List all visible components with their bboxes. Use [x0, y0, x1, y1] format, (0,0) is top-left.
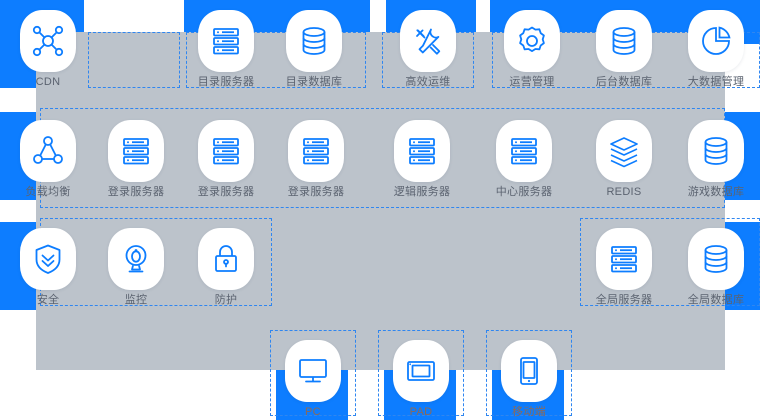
gear-icon [504, 10, 560, 72]
group-mobile-group [486, 330, 572, 416]
node-label: 登录服务器 [107, 186, 165, 198]
node-label: 负载均衡 [25, 186, 71, 198]
node-game-database[interactable]: 游戏数据库 [682, 120, 750, 199]
node-bigdata-management[interactable]: 大数据管理 [682, 10, 750, 89]
group-cdn-group [88, 32, 180, 88]
node-operations-management[interactable]: 运营管理 [498, 10, 566, 89]
node-client-pc[interactable]: PC [279, 340, 347, 419]
node-efficient-ops[interactable]: 高效运维 [394, 10, 462, 89]
shield-icon [20, 228, 76, 290]
node-backend-database[interactable]: 后台数据库 [590, 10, 658, 89]
node-global-server[interactable]: 全局服务器 [590, 228, 658, 307]
server-rack-icon [596, 228, 652, 290]
node-label: 目录数据库 [285, 76, 343, 88]
node-label: 运营管理 [509, 76, 555, 88]
stack-layers-icon [596, 120, 652, 182]
node-label: 高效运维 [405, 76, 451, 88]
node-load-balancer[interactable]: 负载均衡 [14, 120, 82, 199]
node-label: PC [305, 406, 321, 418]
node-label: 后台数据库 [595, 76, 653, 88]
node-label: 大数据管理 [687, 76, 745, 88]
node-label: 登录服务器 [197, 186, 255, 198]
node-redis[interactable]: REDIS [590, 120, 658, 199]
server-rack-icon [198, 10, 254, 72]
node-label: 安全 [36, 294, 60, 306]
load-balancer-icon [20, 120, 76, 182]
node-label: 游戏数据库 [687, 186, 745, 198]
node-login-server-2[interactable]: 登录服务器 [192, 120, 260, 199]
camera-monitor-icon [108, 228, 164, 290]
node-client-pad[interactable]: PAD [387, 340, 455, 419]
node-label: 登录服务器 [287, 186, 345, 198]
group-pad-group [378, 330, 464, 416]
node-label: 防护 [214, 294, 238, 306]
node-label: CDN [35, 76, 61, 88]
node-protection[interactable]: 防护 [192, 228, 260, 307]
node-monitoring[interactable]: 监控 [102, 228, 170, 307]
server-rack-icon [108, 120, 164, 182]
node-label: 全局服务器 [595, 294, 653, 306]
node-label: 目录服务器 [197, 76, 255, 88]
group-pc-group [270, 330, 356, 416]
node-login-server-3[interactable]: 登录服务器 [282, 120, 350, 199]
lock-icon [198, 228, 254, 290]
node-cdn[interactable]: CDN [14, 10, 82, 89]
database-icon [688, 228, 744, 290]
mobile-phone-icon [501, 340, 557, 402]
node-login-server-1[interactable]: 登录服务器 [102, 120, 170, 199]
database-icon [688, 120, 744, 182]
platform-panel [36, 32, 725, 370]
server-rack-icon [394, 120, 450, 182]
node-client-mobile[interactable]: 移动端 [495, 340, 563, 419]
desktop-monitor-icon [285, 340, 341, 402]
group-directory-group [186, 32, 366, 88]
node-security[interactable]: 安全 [14, 228, 82, 307]
tools-wrench-icon [400, 10, 456, 72]
node-logic-server[interactable]: 逻辑服务器 [388, 120, 456, 199]
node-label: 全局数据库 [687, 294, 745, 306]
server-rack-icon [288, 120, 344, 182]
node-center-server[interactable]: 中心服务器 [490, 120, 558, 199]
server-rack-icon [496, 120, 552, 182]
node-global-database[interactable]: 全局数据库 [682, 228, 750, 307]
pie-chart-icon [688, 10, 744, 72]
node-label: PAD [409, 406, 433, 418]
node-label: 逻辑服务器 [393, 186, 451, 198]
node-label: REDIS [606, 186, 642, 198]
node-label: 监控 [124, 294, 148, 306]
database-icon [596, 10, 652, 72]
server-rack-icon [198, 120, 254, 182]
node-label: 中心服务器 [495, 186, 553, 198]
node-directory-database[interactable]: 目录数据库 [280, 10, 348, 89]
tablet-icon [393, 340, 449, 402]
cdn-network-icon [20, 10, 76, 72]
node-label: 移动端 [512, 406, 546, 418]
database-icon [286, 10, 342, 72]
node-directory-server[interactable]: 目录服务器 [192, 10, 260, 89]
